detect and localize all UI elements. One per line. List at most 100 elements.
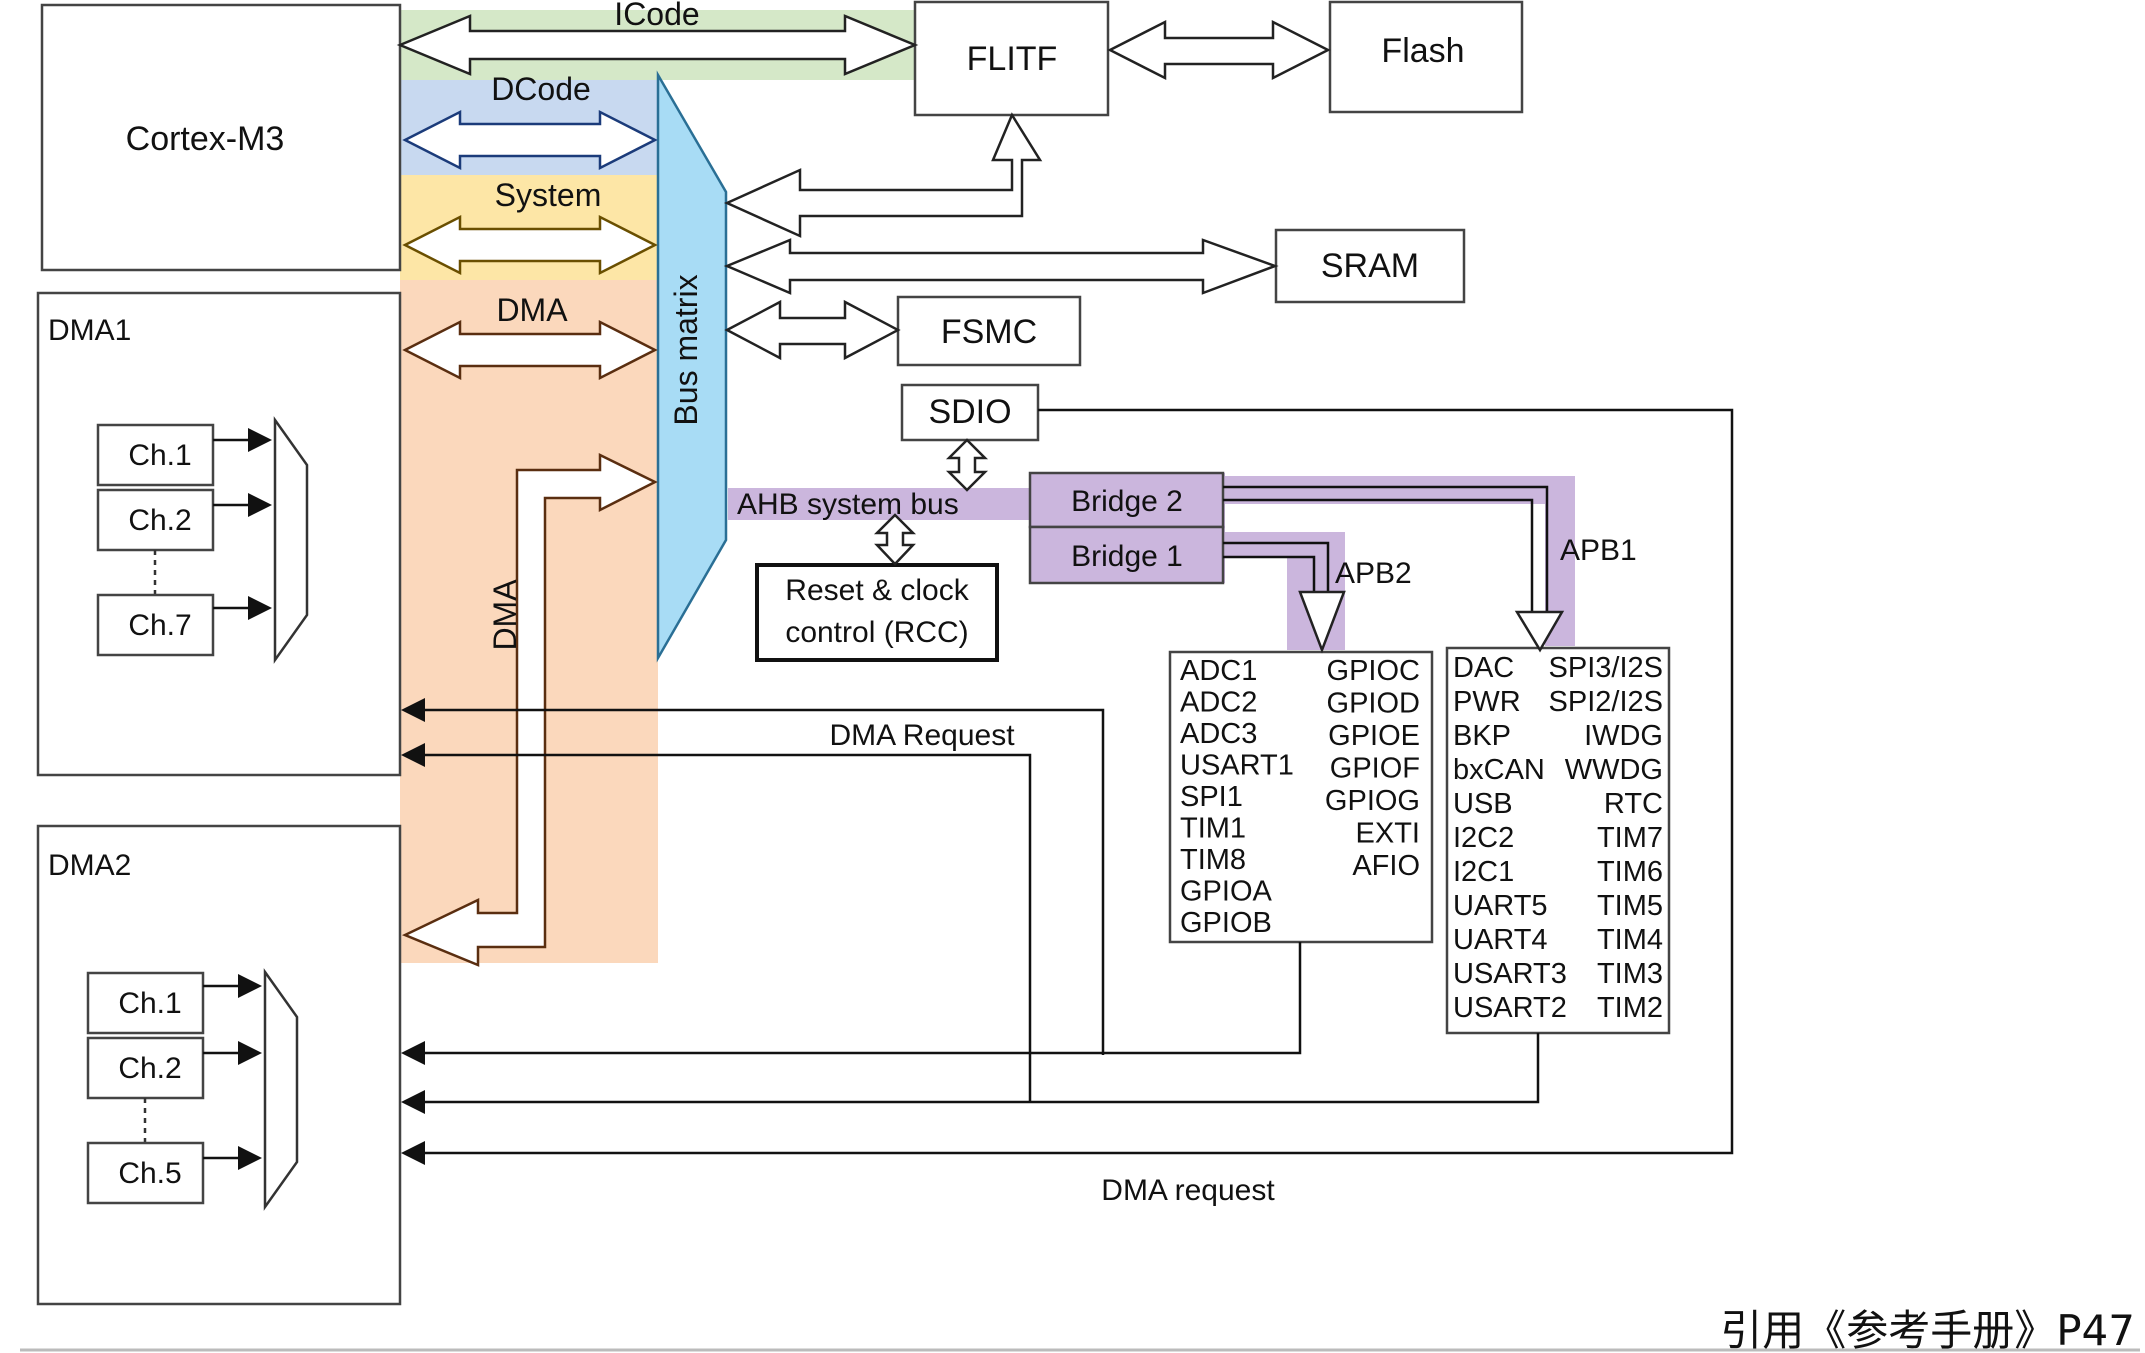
matrix-sram-arrow <box>723 238 1279 295</box>
peripheral-label: bxCAN <box>1453 754 1545 786</box>
flash-label: Flash <box>1381 32 1464 70</box>
dma1-label: DMA1 <box>48 314 131 347</box>
cortex-m3-label: Cortex-M3 <box>126 120 285 158</box>
bridge1-block <box>1028 525 1225 585</box>
peripheral-label: PWR <box>1453 686 1521 718</box>
peripheral-label: BKP <box>1453 720 1511 752</box>
cortex-m3-block <box>40 3 402 272</box>
peripheral-label: I2C2 <box>1453 822 1514 854</box>
peripheral-label: TIM4 <box>1597 924 1663 956</box>
peripheral-label: USART2 <box>1453 992 1567 1024</box>
peripheral-label: EXTI <box>1356 818 1420 850</box>
dma1-channel-box <box>96 593 215 657</box>
apb1-peripheral-box <box>1445 646 1671 1035</box>
icode-arrow <box>396 14 919 76</box>
peripheral-label: TIM6 <box>1597 856 1663 888</box>
matrix-fsmc-arrow <box>724 299 901 361</box>
peripheral-label: GPIOE <box>1328 720 1420 752</box>
flitf-block <box>913 0 1110 117</box>
dma-request-upper-label: DMA Request <box>829 719 1015 752</box>
dma2-mux <box>263 968 299 1211</box>
peripheral-label: UART4 <box>1453 924 1548 956</box>
rcc-label-line1: Reset & clock <box>785 574 969 607</box>
peripheral-label: TIM5 <box>1597 890 1663 922</box>
apb2-arrow-lines <box>1223 541 1330 592</box>
sdio-block <box>900 383 1040 442</box>
peripheral-label: I2C1 <box>1453 856 1514 888</box>
peripheral-label: GPIOB <box>1180 907 1272 939</box>
dma1-channel-label: Ch.1 <box>128 439 191 472</box>
apb2-peripheral-box <box>1168 650 1434 944</box>
peripheral-label: GPIOD <box>1327 688 1420 720</box>
peripheral-label: GPIOF <box>1330 753 1420 785</box>
dma1-block <box>36 291 402 777</box>
citation-label: 引用《参考手册》P47 <box>1720 1306 2135 1353</box>
bus-matrix <box>656 70 728 663</box>
peripheral-label: ADC2 <box>1180 687 1257 719</box>
peripheral-label: TIM2 <box>1597 992 1663 1024</box>
peripheral-label: RTC <box>1604 788 1663 820</box>
dma1-channel-label: Ch.7 <box>128 609 191 642</box>
ahb-system-bus-label: AHB system bus <box>737 488 959 521</box>
apb2-arrow-inner <box>1223 555 1316 592</box>
dma-request-lines <box>401 408 1734 1165</box>
apb1-peripherals-left: DACPWRBKPbxCANUSBI2C2I2C1UART5UART4USART… <box>1453 652 1567 1024</box>
dma-bus-arrow <box>402 319 658 381</box>
peripheral-label: TIM8 <box>1180 844 1246 876</box>
icode-label: ICode <box>614 0 699 32</box>
dma-vertical-label: DMA <box>487 579 523 651</box>
dma1-channel-label: Ch.2 <box>128 504 191 537</box>
peripheral-label: SPI2/I2S <box>1549 686 1663 718</box>
rcc-block <box>755 563 999 662</box>
bridge1-label: Bridge 1 <box>1071 540 1183 573</box>
fsmc-label: FSMC <box>941 313 1037 351</box>
peripheral-label: DAC <box>1453 652 1514 684</box>
peripheral-label: TIM7 <box>1597 822 1663 854</box>
apb1-peripherals-right: SPI3/I2SSPI2/I2SIWDGWWDGRTCTIM7TIM6TIM5T… <box>1549 652 1663 1024</box>
peripheral-label: USART1 <box>1180 750 1294 782</box>
rcc-label-line2: control (RCC) <box>785 616 968 649</box>
apb1-arrow-inner <box>1223 498 1534 612</box>
flash-block <box>1328 0 1524 114</box>
bridge2-block <box>1028 471 1225 529</box>
bus-matrix-label: Bus matrix <box>668 274 704 425</box>
dma-bus-label: DMA <box>496 292 568 328</box>
apb1-arrow-lines <box>1223 485 1549 612</box>
dma2-label: DMA2 <box>48 849 131 882</box>
peripheral-label: WWDG <box>1565 754 1663 786</box>
peripheral-label: GPIOA <box>1180 876 1273 908</box>
system-label: System <box>495 177 602 213</box>
apb1-arrow-head <box>1514 610 1565 653</box>
peripheral-label: ADC1 <box>1180 655 1257 687</box>
dcode-arrow <box>402 109 658 171</box>
flitf-flash-arrow <box>1107 19 1331 81</box>
peripheral-label: TIM3 <box>1597 958 1663 990</box>
dma2-channel-box <box>86 971 205 1035</box>
bridge2-label: Bridge 2 <box>1071 485 1183 518</box>
sram-block <box>1274 228 1466 304</box>
peripheral-label: ADC3 <box>1180 718 1257 750</box>
sram-label: SRAM <box>1321 247 1419 285</box>
peripheral-label: AFIO <box>1352 850 1420 882</box>
dma1-channels: Ch.1 Ch.2 Ch.7 <box>96 416 309 664</box>
dma-request-lower-label: DMA request <box>1101 1174 1275 1207</box>
dma2-channel-label: Ch.5 <box>118 1157 181 1190</box>
sdio-label: SDIO <box>928 393 1011 431</box>
matrix-flitf-arrow <box>723 112 1043 238</box>
apb2-label: APB2 <box>1335 557 1412 590</box>
ahb-rcc-arrow <box>873 513 917 566</box>
peripheral-label: SPI3/I2S <box>1549 652 1663 684</box>
peripheral-label: GPIOC <box>1327 655 1420 687</box>
dma2-channel-label: Ch.1 <box>118 987 181 1020</box>
peripheral-label: IWDG <box>1584 720 1663 752</box>
peripheral-label: UART5 <box>1453 890 1548 922</box>
dcode-label: DCode <box>491 71 591 107</box>
peripheral-label: TIM1 <box>1180 813 1246 845</box>
dma1-mux <box>273 416 309 664</box>
system-arrow <box>402 214 658 276</box>
dma1-channel-box <box>96 423 215 487</box>
dma2-channel-label: Ch.2 <box>118 1052 181 1085</box>
